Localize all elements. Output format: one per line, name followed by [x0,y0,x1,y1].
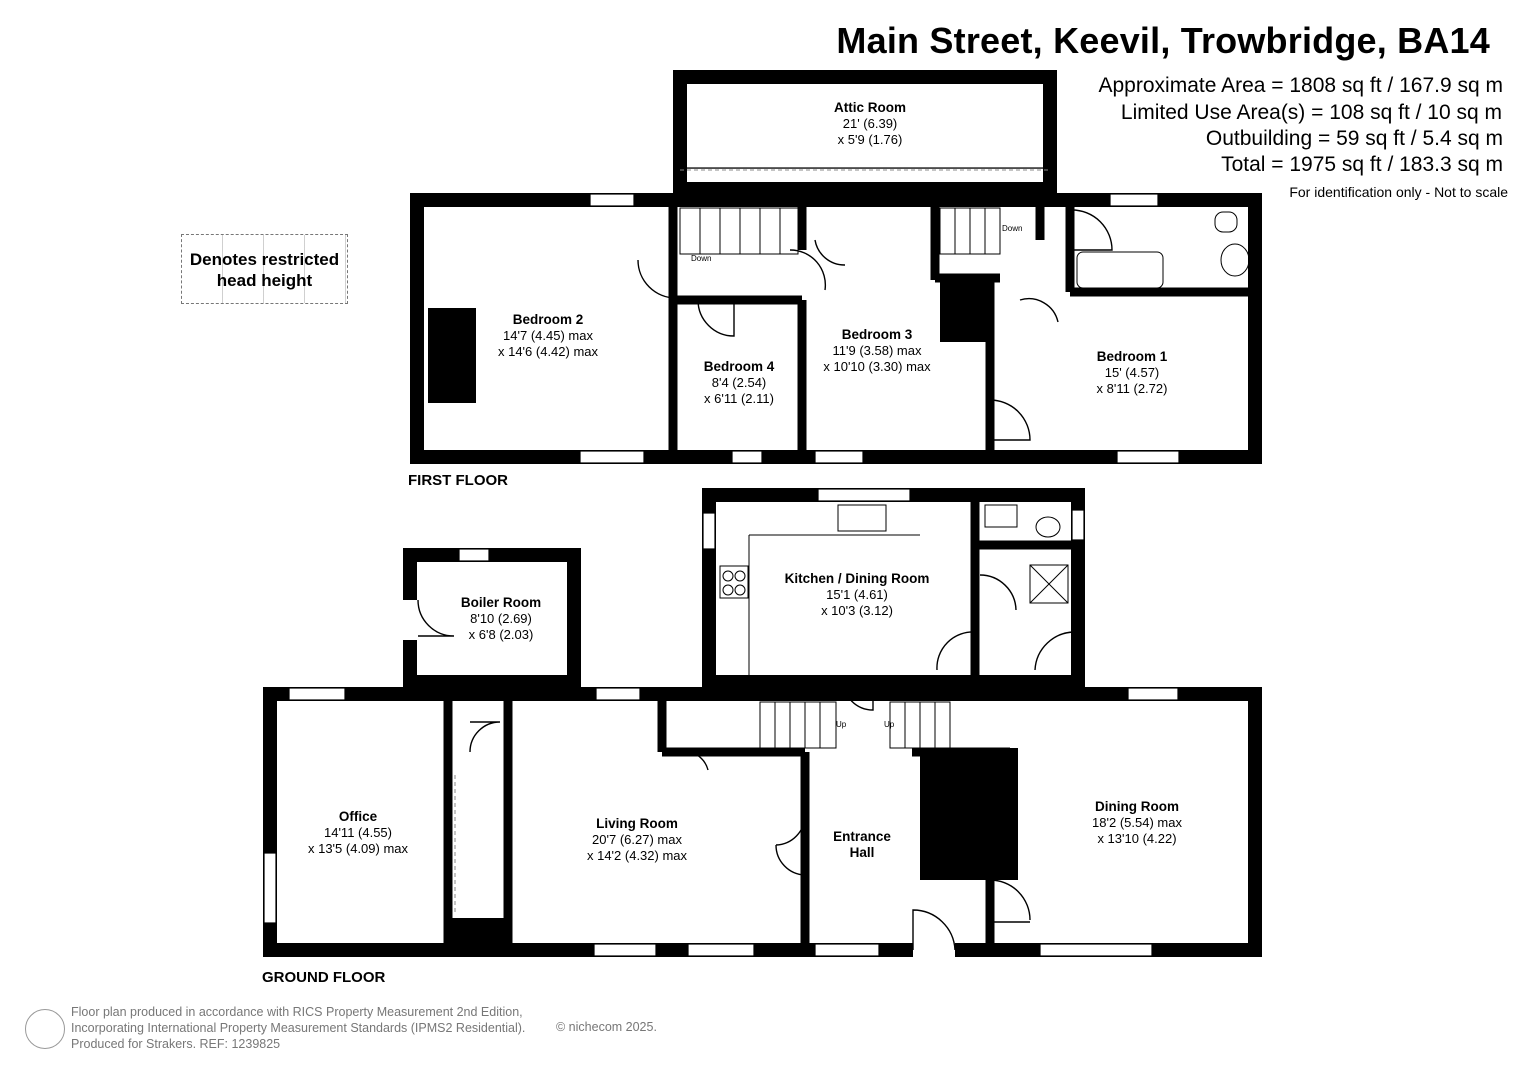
first-floor-label: FIRST FLOOR [408,472,508,489]
copyright: © nichecom 2025. [556,1020,657,1034]
stair-down-label-2: Down [1002,224,1022,233]
stair-down-label-1: Down [691,254,711,263]
legend-line2: head height [216,271,313,290]
total-area: Total = 1975 sq ft / 183.3 sq m [1221,153,1503,176]
scale-note: For identification only - Not to scale [1289,184,1508,200]
stairs [679,207,1001,749]
attic-walls [673,70,1057,196]
bedroom3-chimney [940,280,990,342]
ground-floor-internal-walls [443,502,1078,950]
dining-chimney [920,748,1018,880]
restricted-height-legend: Denotes restricted head height [181,234,348,304]
ground-floor-walls [263,687,1262,957]
property-address: Main Street, Keevil, Trowbridge, BA14 [836,20,1490,61]
door-gaps [400,600,955,958]
person-logo-icon [25,1009,65,1049]
fixtures [719,211,1250,675]
office-block [448,918,508,948]
limited-use-area: Limited Use Area(s) = 108 sq ft / 10 sq … [1120,101,1502,124]
approximate-area: Approximate Area = 1808 sq ft / 167.9 sq… [1098,74,1504,97]
door-swings [417,209,1113,951]
footer-text: Floor plan produced in accordance with R… [71,1005,526,1051]
legend-line1: Denotes restricted [189,250,340,269]
restricted-height-area [454,169,1050,915]
stair-up-label-2: Up [884,720,895,729]
bedroom2-chimney [428,308,476,403]
ground-floor-label: GROUND FLOOR [262,969,386,986]
windows [263,167,1180,957]
outbuilding-area: Outbuilding = 59 sq ft / 5.4 sq m [1205,127,1503,150]
stair-up-label-1: Up [836,720,847,729]
